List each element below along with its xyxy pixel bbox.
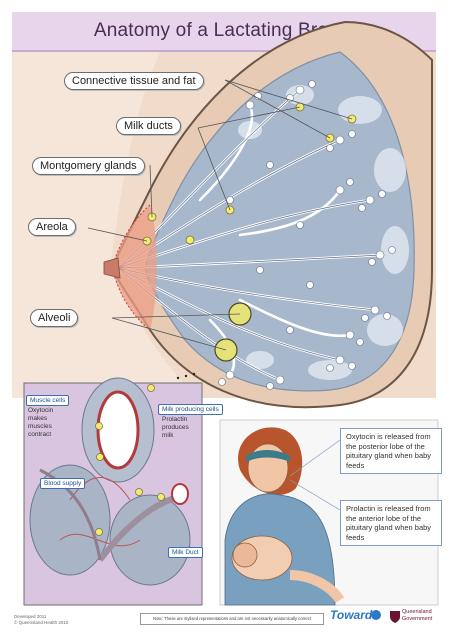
nipple — [104, 258, 120, 278]
note-prolactin-produces: Prolactin produces milk — [162, 416, 200, 440]
logo-queensland: Queensland Government — [402, 609, 450, 622]
callout-oxytocin: Oxytocin is released from the posterior … — [340, 428, 442, 474]
credits-copyright: © Queensland Health 2010 — [14, 620, 68, 626]
label-connective-tissue: Connective tissue and fat — [64, 72, 204, 90]
tag-blood-supply: Blood supply — [40, 478, 85, 489]
callout-prolactin: Prolactin is released from the anterior … — [340, 500, 442, 546]
tag-muscle-cells-text: Muscle cells — [30, 397, 65, 404]
queensland-crest-icon — [389, 610, 401, 624]
label-montgomery-glands-text: Montgomery glands — [40, 160, 137, 172]
tag-muscle-cells: Muscle cells — [26, 395, 69, 406]
footer-note: Note: These are stylised representations… — [140, 613, 324, 625]
tag-milk-producing-cells: Milk producing cells — [158, 404, 223, 415]
tag-milk-duct: Milk Duct — [168, 547, 203, 558]
tag-milk-duct-text: Milk Duct — [172, 549, 199, 556]
label-milk-ducts-text: Milk ducts — [124, 120, 173, 132]
toward-logo-icon — [370, 609, 382, 621]
label-milk-ducts: Milk ducts — [116, 117, 181, 135]
label-alveoli-text: Alveoli — [38, 312, 70, 324]
label-montgomery-glands: Montgomery glands — [32, 157, 145, 175]
label-alveoli: Alveoli — [30, 309, 78, 327]
label-areola: Areola — [28, 218, 76, 236]
label-connective-tissue-text: Connective tissue and fat — [72, 75, 196, 87]
logo-toward: Toward — [330, 608, 372, 622]
label-areola-text: Areola — [36, 221, 68, 233]
note-oxytocin-contract: Oxytocin makes muscles contract — [28, 407, 64, 439]
tag-milk-producing-cells-text: Milk producing cells — [162, 406, 219, 413]
tag-blood-supply-text: Blood supply — [44, 480, 81, 487]
credits: Developed 2011 © Queensland Health 2010 — [14, 614, 68, 626]
